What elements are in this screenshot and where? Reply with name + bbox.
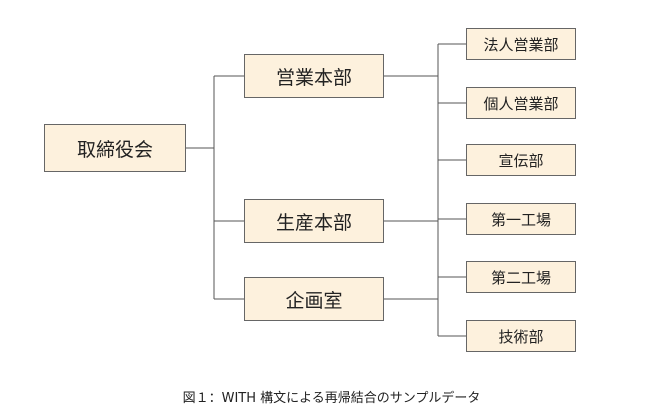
node-individual-sales-dept: 個人営業部 xyxy=(466,87,576,119)
node-sales-headquarters: 営業本部 xyxy=(244,54,384,98)
node-planning-office: 企画室 xyxy=(244,277,384,321)
node-factory-1: 第一工場 xyxy=(466,203,576,235)
node-corporate-sales-dept: 法人営業部 xyxy=(466,28,576,60)
figure-caption: 図１：WITH 構文による再帰結合のサンプルデータ xyxy=(182,391,481,406)
node-production-headquarters: 生産本部 xyxy=(244,199,384,243)
node-technology-dept: 技術部 xyxy=(466,320,576,352)
node-advertising-dept: 宣伝部 xyxy=(466,144,576,176)
node-board-of-directors: 取締役会 xyxy=(44,124,186,172)
node-factory-2: 第二工場 xyxy=(466,261,576,293)
